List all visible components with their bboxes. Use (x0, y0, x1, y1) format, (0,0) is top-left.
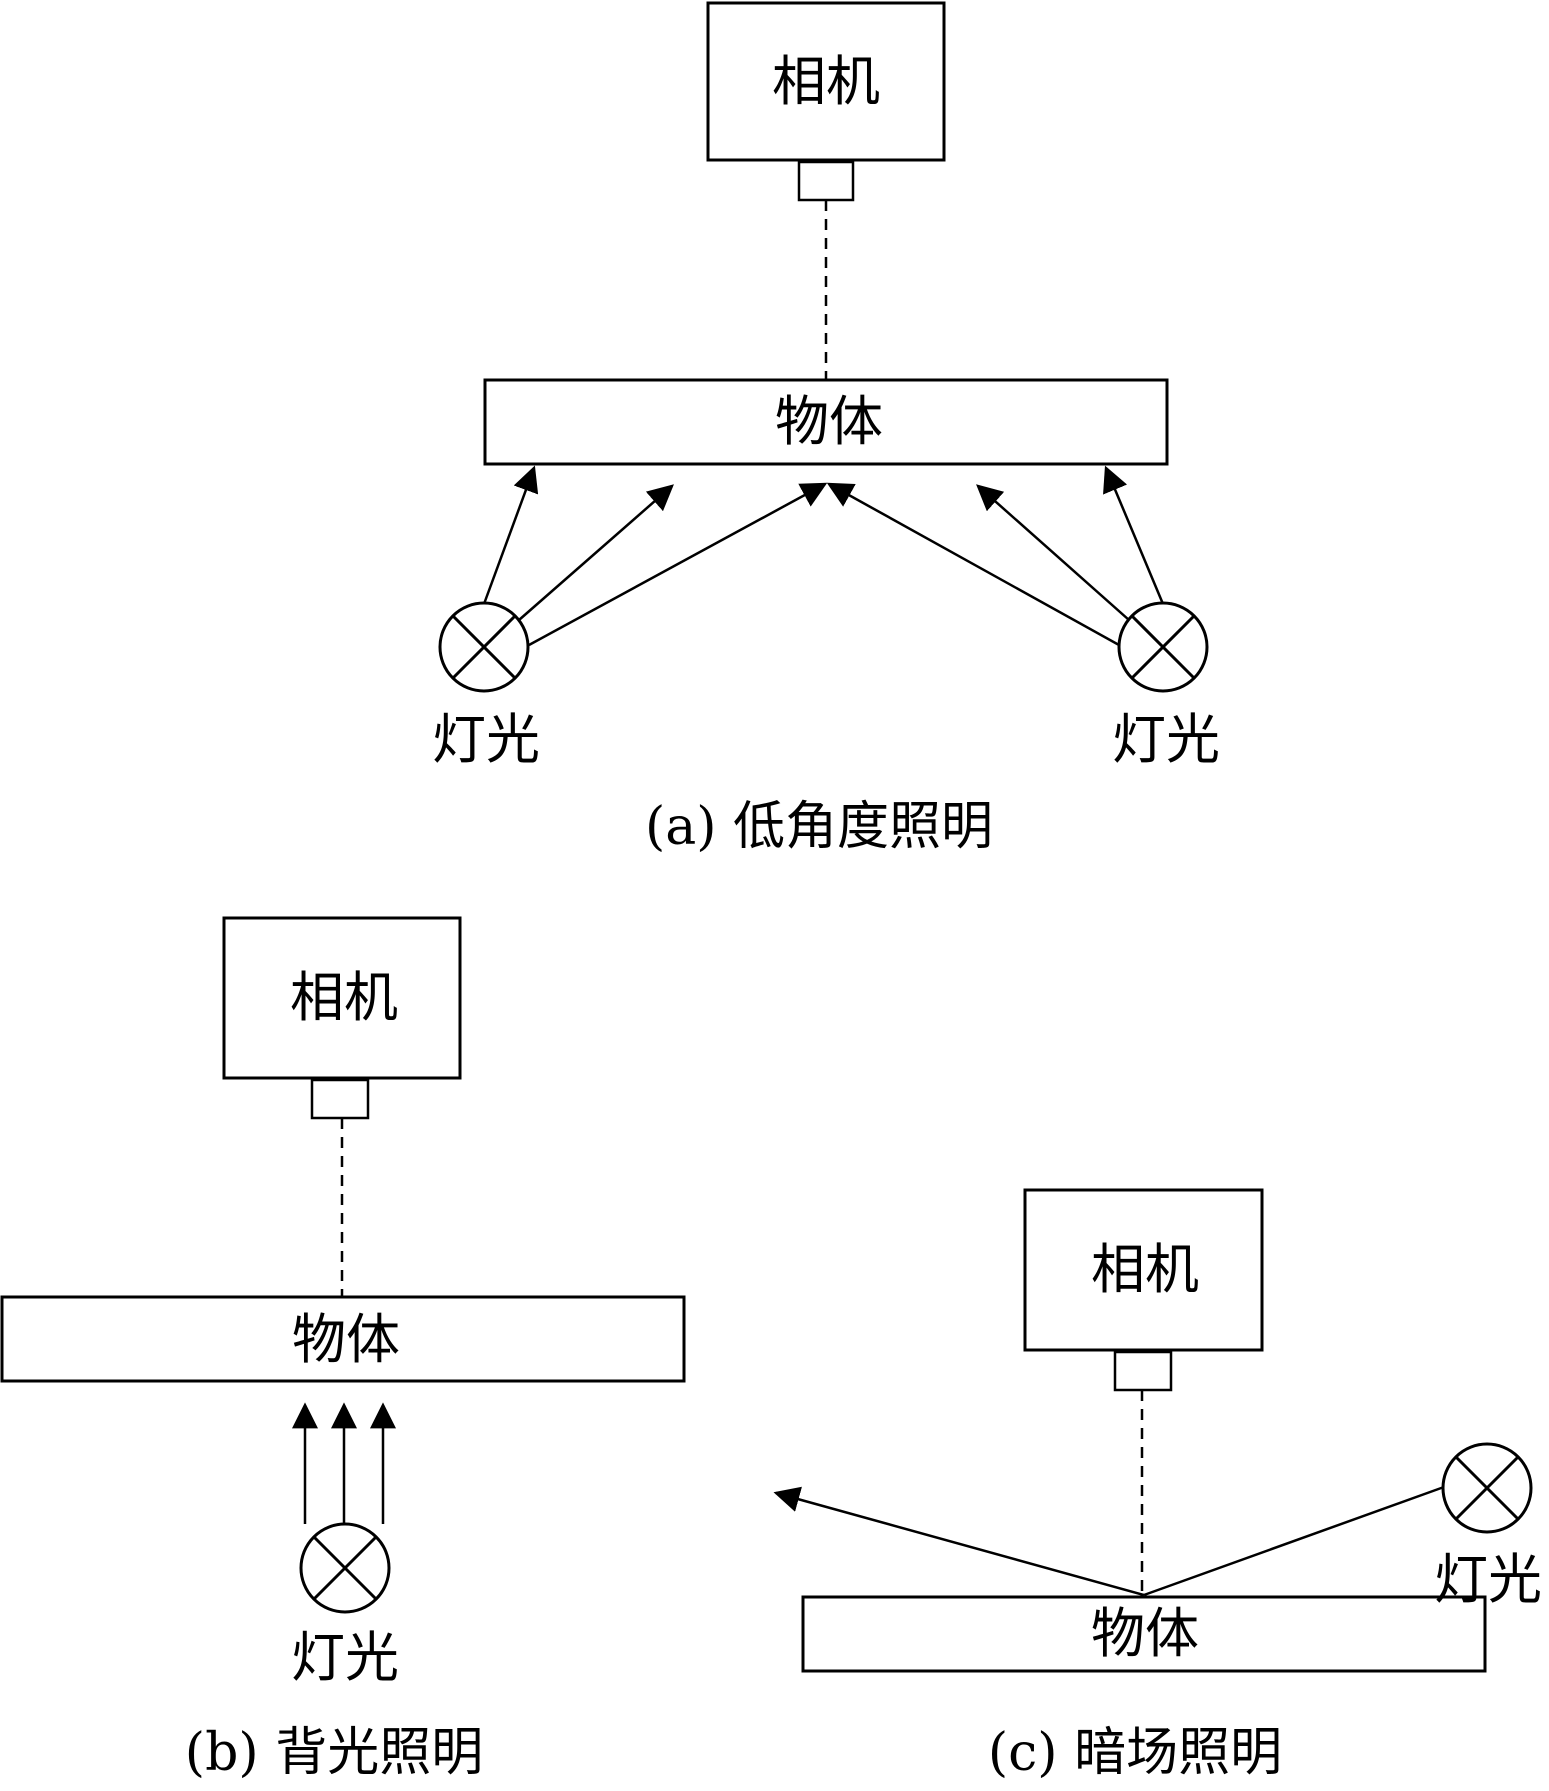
camera-lens-c (1113, 1350, 1173, 1392)
camera-body-c (1023, 1188, 1264, 1352)
ray-c-reflected (773, 1486, 1145, 1597)
panel-a-low-angle: 相机 物体 灯光 灯光 (a) 低角度照明 (432, 1, 1220, 857)
panel-c-darkfield: 相机 物体 灯光 (c) 暗场照明 (773, 1188, 1542, 1783)
panel-b-backlight: 相机 物体 灯光 (b) 背光照明 (0, 916, 686, 1783)
object-c (801, 1595, 1487, 1673)
caption-a: (a) 低角度照明 (645, 797, 993, 857)
camera-body-b (222, 916, 462, 1080)
camera-label-a: 相机 (772, 50, 880, 113)
camera-lens-b (310, 1078, 370, 1120)
object-label-b: 物体 (292, 1308, 400, 1371)
ray-c-incident (1143, 1485, 1445, 1597)
object-a (483, 378, 1169, 466)
ray-a-right-2 (976, 484, 1130, 621)
camera-label-b: 相机 (290, 966, 398, 1029)
lamp-icon (438, 601, 530, 693)
lamp-icon (1117, 601, 1209, 693)
object-label-a: 物体 (775, 390, 883, 453)
light-label-c: 灯光 (1434, 1548, 1542, 1611)
light-label-a-left: 灯光 (432, 708, 540, 771)
caption-b: (b) 背光照明 (185, 1723, 483, 1783)
object-b (0, 1295, 686, 1383)
ray-a-right-3 (1103, 465, 1165, 605)
caption-c: (c) 暗场照明 (988, 1723, 1282, 1783)
ray-a-left-1 (482, 465, 539, 605)
ray-a-left-3 (528, 482, 828, 647)
camera-lens-a (797, 160, 855, 202)
camera-label-c: 相机 (1091, 1238, 1199, 1301)
light-label-b: 灯光 (291, 1626, 399, 1689)
object-label-c: 物体 (1091, 1602, 1199, 1665)
camera-body-a (706, 1, 946, 162)
lamp-icon (299, 1522, 391, 1614)
ray-a-right-1 (826, 482, 1120, 647)
lamp-icon (1441, 1442, 1533, 1534)
light-label-a-right: 灯光 (1112, 708, 1220, 771)
ray-a-left-2 (518, 484, 674, 621)
